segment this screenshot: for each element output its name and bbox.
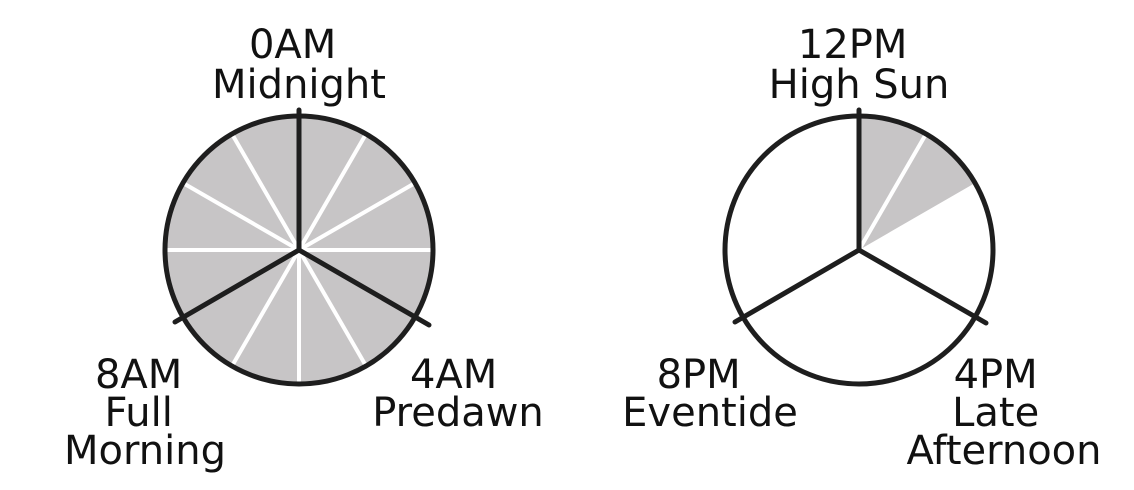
left-top-name: Midnight [212, 62, 386, 108]
left-hand-left [172, 247, 302, 325]
segment-divider [231, 133, 301, 252]
right-clock-dividers [857, 133, 927, 252]
right-top-label: 12PM High Sun [769, 22, 950, 108]
right-left-label: 8PM Eventide [622, 352, 798, 436]
segment-divider [297, 182, 416, 252]
left-right-label: 4AM Predawn [372, 352, 544, 436]
left-right-name: Predawn [372, 390, 544, 436]
right-right-line2: Late [952, 390, 1039, 436]
right-right-line3: Afternoon [907, 428, 1102, 474]
segment-divider [297, 133, 367, 252]
left-left-label: 8AM Full Morning [64, 352, 226, 474]
left-top-time: 0AM [249, 22, 336, 68]
right-hand-right [856, 247, 989, 326]
left-clock-hands [172, 107, 432, 328]
right-top-time: 12PM [798, 22, 908, 68]
right-left-name: Eventide [622, 390, 798, 436]
right-right-time: 4PM [954, 352, 1038, 398]
right-clock-shaded-wedge [859, 118, 974, 250]
right-clock-hands [732, 107, 989, 326]
right-top-name: High Sun [769, 62, 950, 108]
left-hand-right [296, 247, 432, 328]
left-left-time: 8AM [95, 352, 182, 398]
left-left-line3: Morning [64, 428, 226, 474]
right-clock: 12PM High Sun 4PM Late Afternoon 8PM Eve… [622, 22, 1101, 474]
right-right-label: 4PM Late Afternoon [907, 352, 1102, 474]
right-hand-left [732, 247, 862, 325]
segment-divider [182, 182, 301, 252]
left-right-time: 4AM [410, 352, 497, 398]
left-clock: 0AM Midnight 4AM Predawn 8AM Full Mornin… [64, 22, 544, 474]
segment-divider [231, 248, 301, 367]
left-top-label: 0AM Midnight [212, 22, 386, 108]
segment-divider [857, 133, 927, 252]
right-left-time: 8PM [657, 352, 741, 398]
left-left-line2: Full [104, 390, 172, 436]
segment-divider [297, 248, 367, 367]
